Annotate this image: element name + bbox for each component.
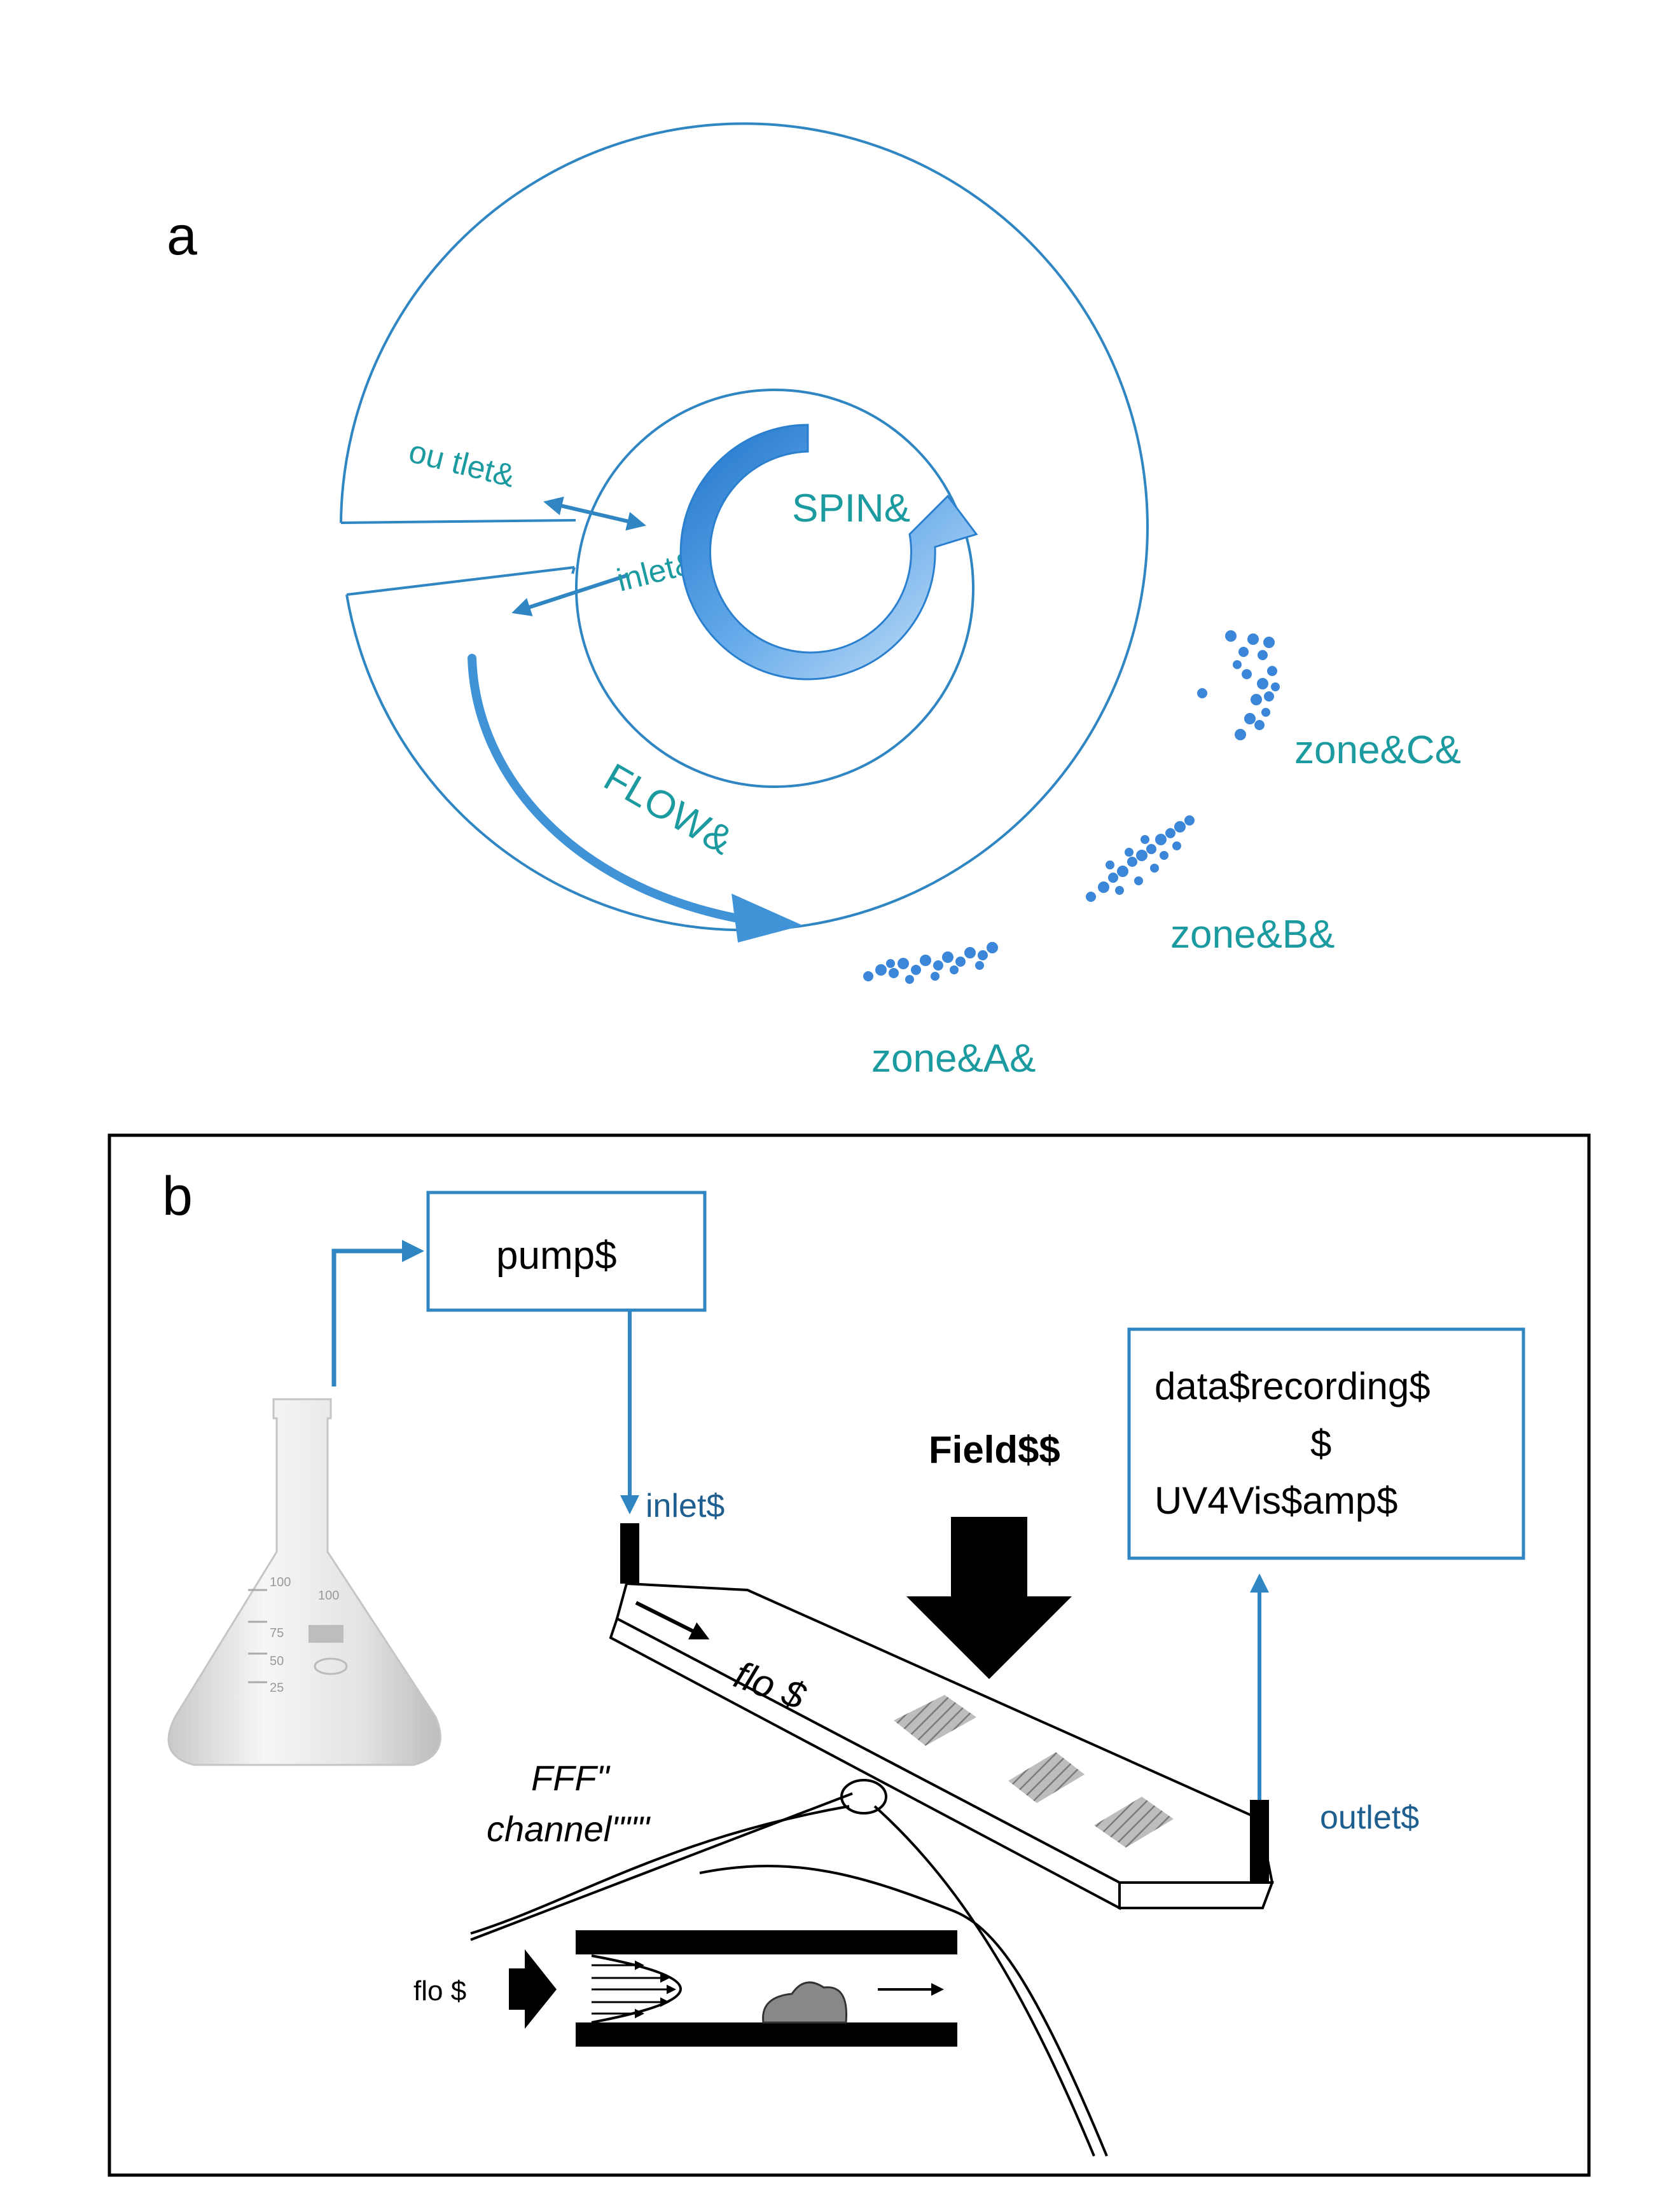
inset-top-wall [576,1930,957,1954]
zoom-curve [699,1865,1108,2157]
flow-arrowhead [731,894,803,943]
svg-text:100: 100 [270,1575,291,1589]
inset-flow-arrow-icon [509,1949,557,2029]
flow-profile-inset [576,1930,957,2047]
spin-label: SPIN& [792,487,910,530]
panel-b-label: b [162,1166,193,1227]
hatched-band-2 [1008,1752,1085,1803]
zoom-circle [840,1779,887,1815]
outlet-edge-top [340,519,576,524]
notch-edge [571,567,576,574]
panel-b-frame [107,1133,1591,2177]
zone-b-label: zone&B& [1170,913,1335,957]
hatched-band-3 [1094,1797,1174,1848]
inset-bottom-wall [576,2022,957,2047]
svg-text:75: 75 [270,1626,284,1640]
fff-channel [609,1523,1274,1911]
field-arrow-icon [906,1517,1072,1679]
inlet-arrow [511,574,627,616]
zoom-line-left-2 [470,1792,853,1941]
panel-a-label: a [167,205,197,266]
inlet-label-b: inlet$ [646,1488,725,1524]
detector-line3: UV4Vis$amp$ [1154,1479,1397,1522]
inner-channel-wall [575,389,974,788]
zone-c-label: zone&C& [1294,728,1461,772]
flask-to-pump-line [331,1240,424,1386]
outlet-connector [1250,1800,1269,1883]
svg-text:50: 50 [270,1654,284,1668]
channel-flow-arrow [635,1601,710,1640]
zoom-line-right [873,1805,1095,2157]
svg-text:25: 25 [270,1681,284,1695]
channel-caption-2: channel""" [487,1809,651,1849]
erlenmeyer-flask-icon: 100 100 75 50 25 [167,1398,441,1766]
pump-label: pump$ [496,1234,617,1278]
particle-cluster [762,1981,848,2024]
pump-box [426,1191,707,1312]
inset-flow-label: flo $ [413,1975,466,2007]
outlet-label-b: outlet$ [1320,1799,1419,1836]
field-label: Field$$ [929,1428,1060,1471]
zone-c-particles [1197,630,1280,740]
panel-a: a ou tlet& inlet& SPIN& FLOW& [167,122,1461,1081]
zone-a-particles [863,942,998,984]
outlet-arrow [543,496,646,531]
inlet-connector [620,1523,639,1584]
detector-line2: $ [1310,1422,1331,1465]
svg-text:100: 100 [318,1589,339,1603]
detector-box [1127,1327,1525,1560]
panel-b: b 100 100 75 50 25 pump$ inlet$ [107,1133,1591,2177]
outlet-label: ou tlet& [405,433,518,494]
zone-a-label: zone&A& [871,1037,1036,1081]
zone-b-particles [1086,815,1195,902]
channel-caption-1: FFF" [531,1758,611,1798]
outer-channel-wall [340,122,1149,932]
flow-arrow-icon [468,654,745,923]
hatched-band-1 [894,1695,976,1746]
detector-line1: data$recording$ [1154,1365,1431,1407]
spin-arrow-icon [679,424,978,681]
flow-label: FLOW& [597,755,740,863]
inlet-edge-bottom [346,566,575,596]
